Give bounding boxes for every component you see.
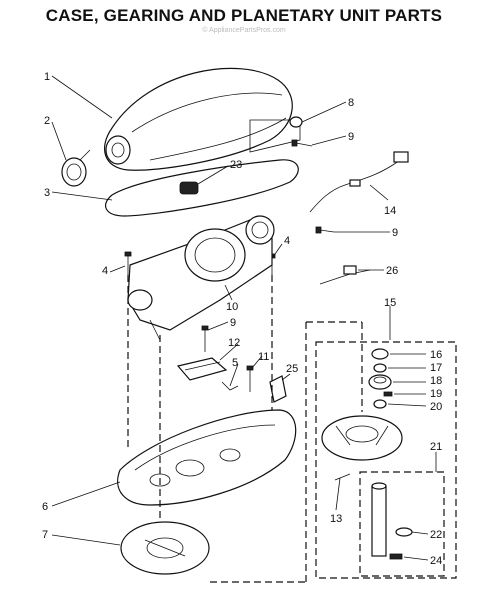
part-2-hub-cap[interactable] [61, 149, 91, 187]
callout-19: 19 [430, 388, 442, 400]
part-5-lever[interactable] [221, 381, 239, 391]
part-9-screw-upper[interactable] [291, 139, 313, 147]
part-14-power-cord[interactable] [309, 151, 409, 213]
callout-25: 25 [286, 363, 298, 375]
callout-13: 13 [330, 513, 342, 525]
callout-17: 17 [430, 362, 442, 374]
part-12-switch-bracket[interactable] [176, 357, 228, 381]
part-8-plug[interactable] [289, 116, 303, 128]
callout-8: 8 [348, 97, 354, 109]
watermark: © AppliancePartsPros.com [202, 27, 286, 34]
callout-4-left: 4 [102, 265, 108, 277]
callout-15: 15 [384, 297, 396, 309]
callout-22: 22 [430, 529, 442, 541]
callout-11: 11 [258, 351, 269, 363]
beater-shaft[interactable] [371, 482, 387, 557]
callout-9-right: 9 [392, 227, 398, 239]
callout-9-top: 9 [348, 131, 354, 143]
leader-lines [51, 75, 437, 561]
callout-2: 2 [44, 115, 50, 127]
part-3-trim-band[interactable] [104, 159, 299, 217]
part-16-retaining-ring[interactable] [371, 348, 389, 360]
callout-18: 18 [430, 375, 442, 387]
part-10-motor-gear-housing[interactable] [127, 215, 275, 341]
part-9-screw-right[interactable] [315, 226, 335, 234]
part-13-pin[interactable] [334, 473, 351, 481]
callout-6: 6 [42, 501, 48, 513]
callout-9-mid: 9 [230, 317, 236, 329]
part-17-washer[interactable] [373, 363, 387, 373]
callout-23: 23 [230, 159, 242, 171]
part-20-washer[interactable] [373, 399, 387, 409]
part-11-screw[interactable] [246, 365, 254, 392]
part-23-knob[interactable] [179, 181, 199, 195]
callout-26: 26 [386, 265, 398, 277]
part-7-base-plate[interactable] [120, 521, 210, 575]
part-24-pin[interactable] [389, 553, 403, 560]
planetary-housing[interactable] [321, 415, 403, 461]
callout-10: 10 [226, 301, 238, 313]
part-22-o-ring[interactable] [395, 527, 413, 537]
callout-5: 5 [232, 357, 238, 369]
part-4-screw-left[interactable] [124, 251, 132, 275]
part-25-control-plate[interactable] [269, 375, 287, 403]
callout-1: 1 [44, 71, 50, 83]
callout-20: 20 [430, 401, 442, 413]
part-26-wire-assembly[interactable] [319, 265, 371, 285]
callout-3: 3 [44, 187, 50, 199]
callout-21: 21 [430, 441, 442, 453]
callout-24: 24 [430, 555, 442, 567]
part-6-base[interactable] [117, 409, 297, 506]
diagram-title: CASE, GEARING AND PLANETARY UNIT PARTS [45, 6, 443, 25]
callout-7: 7 [42, 529, 48, 541]
part-1-case-housing[interactable] [103, 67, 301, 171]
part-9-screw-middle[interactable] [201, 325, 209, 352]
part-18-gear[interactable] [368, 374, 392, 390]
alignment-lines [127, 275, 363, 583]
callout-4-right: 4 [284, 235, 290, 247]
planetary-unit-box [315, 341, 457, 579]
part-19-pin[interactable] [383, 391, 393, 397]
callout-16: 16 [430, 349, 442, 361]
beater-shaft-box [359, 471, 445, 577]
callout-labels: 1 2 3 4 4 5 6 7 8 9 9 9 10 11 12 13 14 1… [42, 71, 442, 567]
callout-14: 14 [384, 205, 396, 217]
callout-12: 12 [228, 337, 240, 349]
